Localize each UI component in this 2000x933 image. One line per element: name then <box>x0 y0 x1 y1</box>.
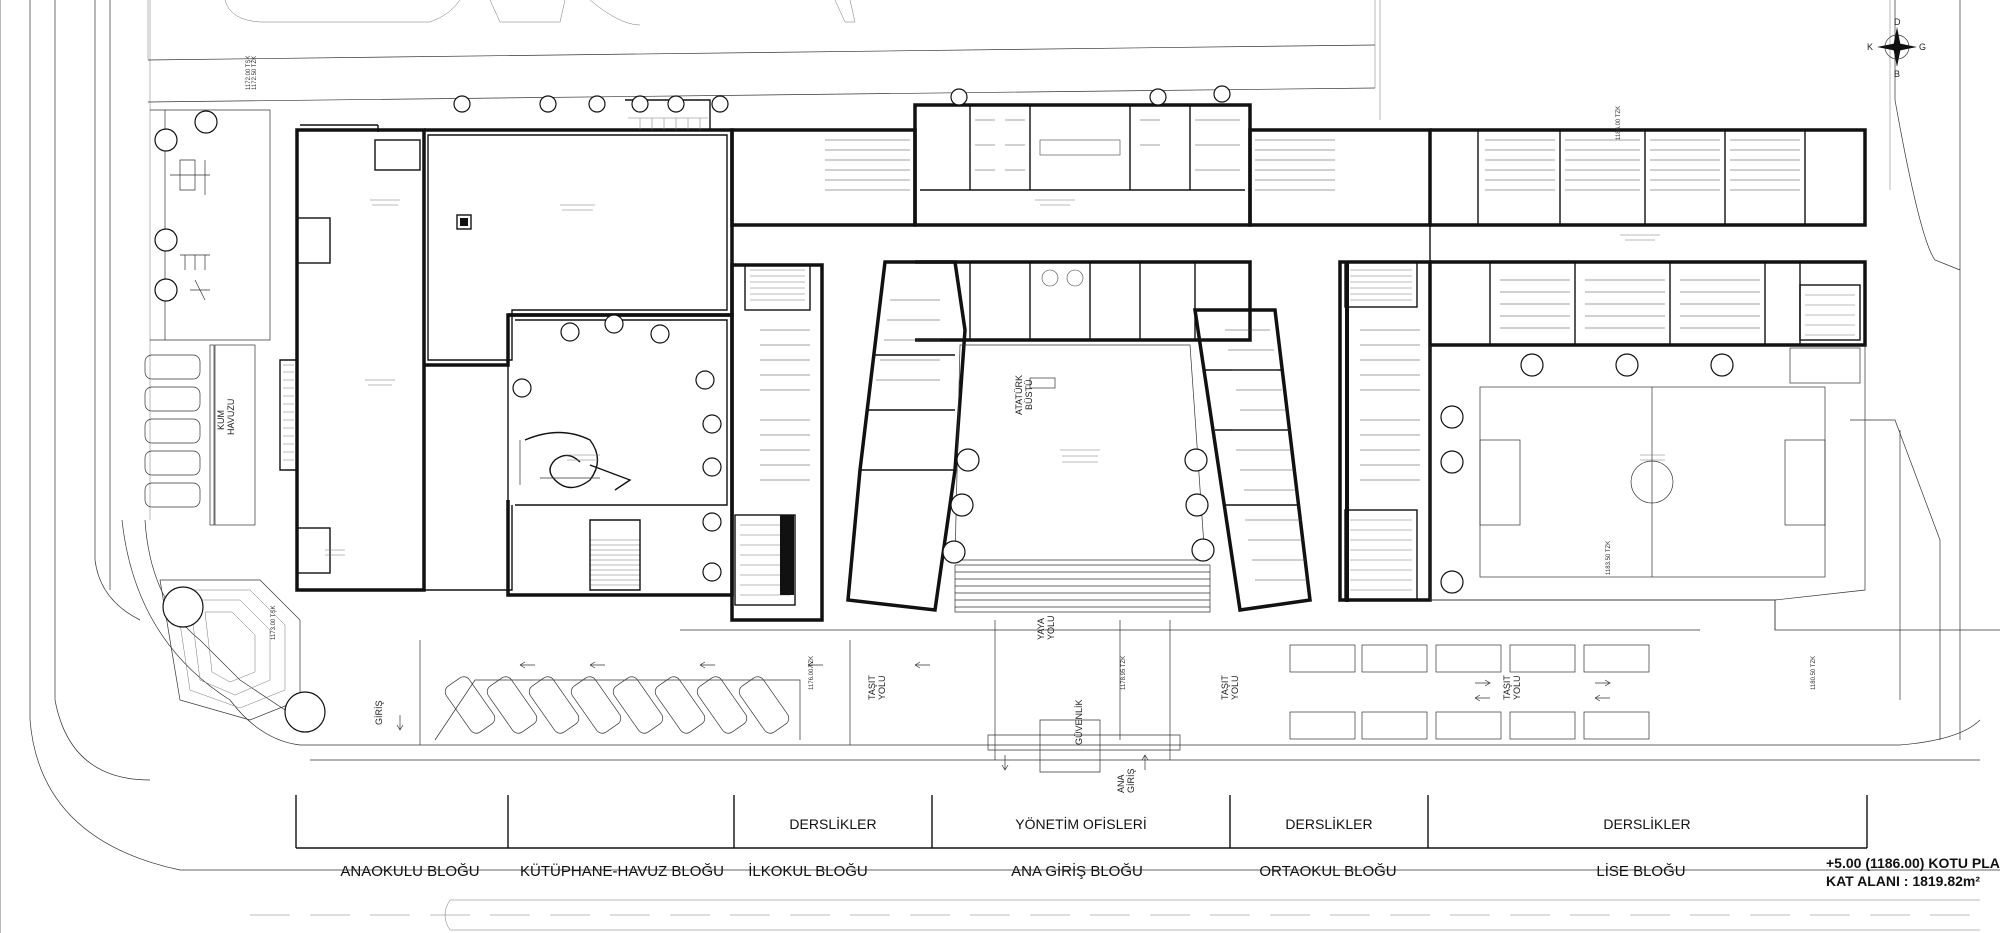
room-micro-labels <box>325 199 1665 556</box>
level-tag-6: 1183.50 TZK <box>1606 541 1612 575</box>
entrance-label: GİRİŞ <box>374 700 384 725</box>
pedestrian-road-label-2: YOLU <box>1046 615 1056 640</box>
level-tag-3: 1173.00 TŞK <box>271 606 277 640</box>
level-tag-1: 1172.00 TŞK <box>246 56 252 90</box>
main-entrance-label-1: ANA <box>1116 774 1126 793</box>
block-label-ana-giris: ANA GİRİŞ BLOĞU <box>1011 862 1143 880</box>
security-label: GÜVENLİK <box>1074 699 1084 745</box>
traffic-arrows <box>396 661 1611 771</box>
block-label-ortaokul: ORTAOKUL BLOĞU <box>1259 863 1396 880</box>
site-labels: KUM HAVUZU ATATÜRK BÜSTÜ YAYA YOLU TAŞIT… <box>216 375 1522 793</box>
level-tags: 1172.00 TŞK 1172.50 TZK 1173.00 TŞK 1176… <box>246 56 1817 690</box>
vehicle-road-label-2: YOLU <box>877 675 887 700</box>
section-derslikler-3: DERSLİKLER <box>1603 815 1690 832</box>
block-label-lise: LİSE BLOĞU <box>1596 862 1685 880</box>
level-tag-7: 1186.00 TZK <box>1616 106 1622 140</box>
compass-b: B <box>1894 69 1900 79</box>
vehicle-road-label-4: YOLU <box>1230 675 1240 700</box>
compass-n: D <box>1894 17 1901 27</box>
main-entrance-label-2: GİRİŞ <box>1126 768 1136 793</box>
block-label-ilkokul: İLKOKUL BLOĞU <box>748 862 868 880</box>
section-yonetim-ofisleri: YÖNETİM OFİSLERİ <box>1015 815 1146 832</box>
level-tag-2: 1172.50 TZK <box>252 56 258 90</box>
level-tag-8: 1180.50 TZK <box>1811 656 1817 690</box>
compass-g: G <box>1919 42 1926 52</box>
level-tag-5: 1178.95 TZK <box>1121 656 1127 690</box>
section-derslikler-2: DERSLİKLER <box>1285 815 1372 832</box>
vehicle-road-label-5: TAŞIT <box>1502 675 1512 700</box>
kum-havuzu-label-1: KUM <box>216 410 226 430</box>
parking-area <box>144 344 1650 771</box>
vehicle-road-label-6: YOLU <box>1512 675 1522 700</box>
parking-bays-right <box>1289 644 1650 740</box>
vehicle-road-label-1: TAŞIT <box>867 675 877 700</box>
ataturk-bust-label-2: BÜSTÜ <box>1024 379 1034 410</box>
north-arrow-icon: D K G B <box>1867 17 1926 79</box>
compass-k: K <box>1867 42 1873 52</box>
trees <box>453 85 1734 594</box>
block-label-anaokulu: ANAOKULU BLOĞU <box>340 863 479 880</box>
plan-area: KAT ALANI : 1819.82m² <box>1826 873 1980 889</box>
building-walls <box>279 99 1867 630</box>
vehicle-road-label-3: TAŞIT <box>1220 675 1230 700</box>
level-tag-4: 1176.00 TZK <box>809 656 815 690</box>
parked-car-left <box>144 344 215 526</box>
angled-parking <box>434 676 801 741</box>
plan-title: +5.00 (1186.00) KOTU PLANI <box>1826 855 2000 871</box>
ataturk-bust-label-1: ATATÜRK <box>1014 375 1024 415</box>
section-derslikler-1: DERSLİKLER <box>789 815 876 832</box>
pedestrian-road-label-1: YAYA <box>1036 618 1046 640</box>
desk-patterns <box>760 119 1800 581</box>
playground <box>150 109 326 733</box>
kum-havuzu-label-2: HAVUZU <box>226 399 236 435</box>
block-label-kutuphane: KÜTÜPHANE-HAVUZ BLOĞU <box>520 862 724 880</box>
section-legend: DERSLİKLER YÖNETİM OFİSLERİ DERSLİKLER D… <box>295 795 2000 889</box>
